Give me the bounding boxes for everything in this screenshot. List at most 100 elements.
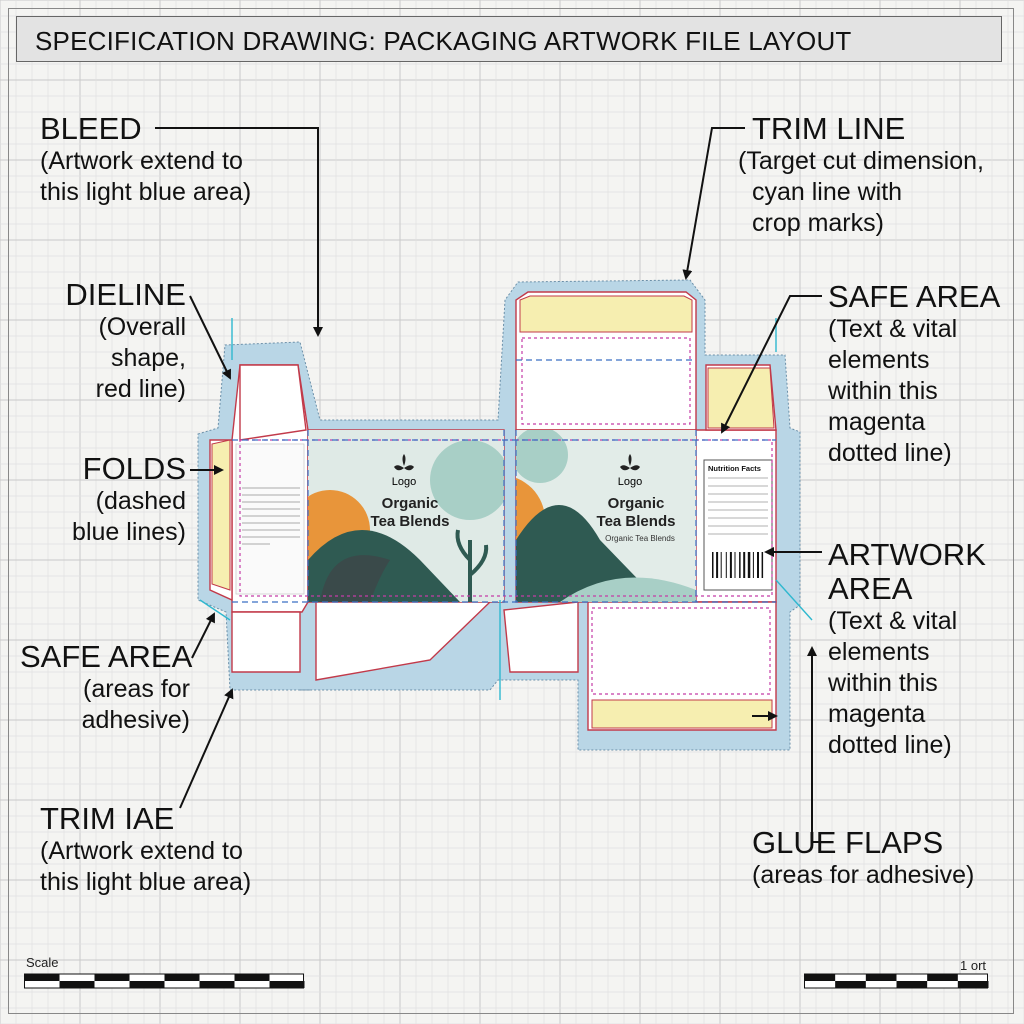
callout-dieline-heading: DIELINE <box>65 277 186 312</box>
scale-segment <box>865 974 897 981</box>
barcode-bars <box>712 552 764 578</box>
barcode-bar <box>716 552 719 578</box>
callout-artwork-area: ARTWORK AREA (Text & vital elements with… <box>828 538 986 761</box>
front-logo-text: Logo <box>618 476 642 488</box>
callout-safe-area-left-line1: (areas for <box>83 675 190 703</box>
callout-trim-iae: TRIM IAE (Artwork extend to this light b… <box>40 802 251 898</box>
title-bar: SPECIFICATION DRAWING: PACKAGING ARTWORK… <box>16 16 1002 62</box>
callout-trim-line-heading: TRIM LINE <box>752 111 906 146</box>
callout-bleed: BLEED (Artwork extend to this light blue… <box>40 112 251 208</box>
callout-trim-iae-heading: TRIM IAE <box>40 801 175 836</box>
scale-label-right: 1 ort <box>960 958 987 973</box>
glue-flap-bottom <box>591 699 773 729</box>
left-logo-text: Logo <box>392 476 416 488</box>
barcode-bar <box>743 552 746 578</box>
glue-flap-top-lid <box>519 295 693 333</box>
front-product-line1: Organic <box>608 495 665 512</box>
barcode-bar <box>729 552 732 578</box>
callout-dieline-line2: shape, <box>110 344 186 372</box>
callout-trim-line-line1: (Target cut dimension, <box>738 147 984 175</box>
callout-artwork-area-line2: elements <box>828 638 930 666</box>
scale-segment <box>269 981 305 988</box>
callout-bleed-heading: BLEED <box>40 111 142 146</box>
scale-segment <box>804 974 836 981</box>
scale-segment <box>957 981 989 988</box>
front-product-line2: Tea Blends <box>597 513 676 530</box>
barcode-bar <box>734 552 736 578</box>
scale-label-left: Scale <box>26 955 59 970</box>
callout-dieline-line3: red line) <box>95 375 186 403</box>
scale-segment <box>94 974 130 981</box>
barcode-bar <box>739 552 741 578</box>
left-panel-artwork <box>308 430 504 602</box>
callout-trim-iae-line1: (Artwork extend to <box>40 837 243 865</box>
callout-glue-flaps: GLUE FLAPS (areas for adhesive) <box>752 826 974 891</box>
scale-bar-right <box>804 973 989 989</box>
callout-glue-flaps-heading: GLUE FLAPS <box>752 825 944 860</box>
callout-safe-area-right: SAFE AREA (Text & vital elements within … <box>828 280 1000 469</box>
safe-area-lid <box>521 337 691 425</box>
callout-safe-area-right-line3: within this <box>828 377 938 405</box>
barcode-bar <box>720 552 722 578</box>
left-product-line1: Organic <box>382 495 439 512</box>
callout-safe-area-right-line5: dotted line) <box>828 439 952 467</box>
callout-safe-area-left: SAFE AREA (areas for adhesive) <box>20 639 193 736</box>
callout-folds-line2: blue lines) <box>72 518 186 546</box>
barcode-bar <box>757 552 759 578</box>
callout-folds-line1: (dashed <box>95 487 186 515</box>
callout-safe-area-right-line2: elements <box>828 346 930 374</box>
callout-artwork-area-line3: within this <box>828 669 938 697</box>
art-bubble <box>516 430 568 483</box>
scale-segment <box>59 981 95 988</box>
callout-bleed-line1: (Artwork extend to <box>40 147 243 175</box>
callout-bleed-line2: this light blue area) <box>40 178 252 206</box>
callout-safe-area-right-heading: SAFE AREA <box>828 279 1001 314</box>
scale-segment <box>24 974 60 981</box>
callout-safe-area-right-line1: (Text & vital <box>828 315 958 343</box>
barcode-bar <box>761 552 764 578</box>
fold-lines <box>232 359 776 603</box>
callout-artwork-area-heading: ARTWORK <box>828 537 986 572</box>
scale-segment <box>164 974 200 981</box>
callout-trim-line-line2: cyan line with <box>752 178 903 206</box>
scale-segment <box>234 974 270 981</box>
left-product-line2: Tea Blends <box>371 513 450 530</box>
callout-artwork-area-line5: dotted line) <box>828 731 952 759</box>
glue-flap-left <box>211 439 231 591</box>
callout-safe-area-left-heading: SAFE AREA <box>20 639 193 674</box>
barcode-bar <box>747 552 751 578</box>
glue-flap-right <box>707 367 775 429</box>
front-panel-artwork <box>516 430 696 602</box>
crop-mark-4 <box>775 579 813 621</box>
barcode-bar <box>752 552 754 578</box>
art-leaf <box>455 529 489 602</box>
art-arc <box>320 555 390 602</box>
callout-glue-flaps-line1: (areas for adhesive) <box>752 861 975 889</box>
callout-artwork-area-line1: (Text & vital <box>828 607 958 635</box>
art-mountain <box>516 505 660 602</box>
crop-mark-5 <box>199 599 231 621</box>
scale-segment <box>896 981 928 988</box>
barcode-bar <box>725 552 727 578</box>
callout-dieline-line1: (Overall <box>98 313 186 341</box>
callout-artwork-area-heading2: AREA <box>828 571 913 606</box>
callout-trim-line-line3: crop marks) <box>752 209 884 237</box>
left-text-panel <box>235 443 305 595</box>
nutrition-rows <box>708 477 768 535</box>
scale-segment <box>927 974 958 981</box>
front-tagline: Organic Tea Blends <box>605 534 675 543</box>
leaf-logo-icon <box>394 454 640 471</box>
scale-segment <box>199 981 235 988</box>
callout-trim-iae-line2: this light blue area) <box>40 868 252 896</box>
callout-folds-heading: FOLDS <box>82 451 186 486</box>
left-text-lines <box>242 487 300 545</box>
barcode-bar <box>712 552 714 578</box>
scale-segment <box>835 981 866 988</box>
nutrition-title: Nutrition Facts <box>708 464 761 473</box>
scale-segment <box>129 981 165 988</box>
callout-safe-area-left-line2: adhesive) <box>81 706 190 734</box>
art-circle-light <box>430 440 504 520</box>
callout-trim-line: TRIM LINE (Target cut dimension, cyan li… <box>738 112 984 239</box>
